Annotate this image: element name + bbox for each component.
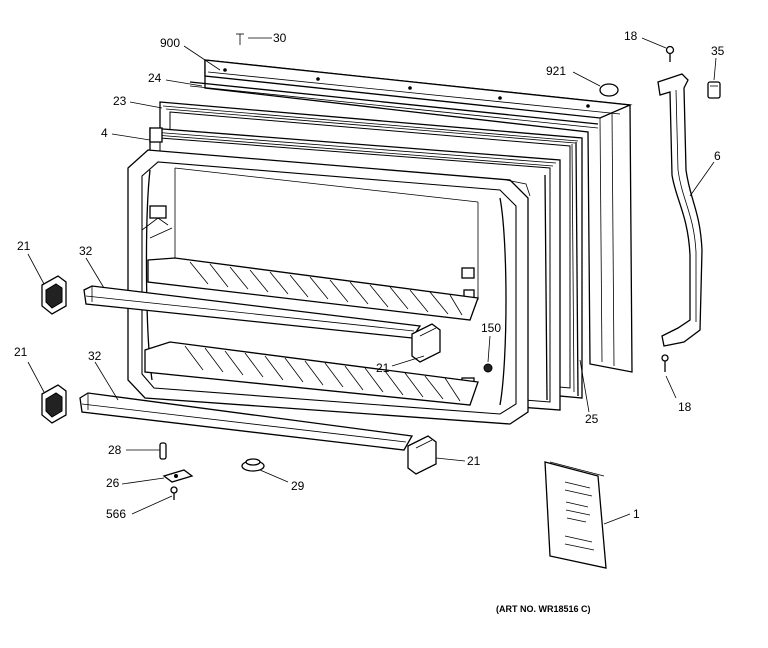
callout-25: 25 bbox=[585, 412, 599, 426]
screw-150 bbox=[483, 363, 493, 373]
callout-21-lower-right: 21 bbox=[467, 454, 481, 468]
pin-28 bbox=[159, 442, 167, 460]
shelf-bar-lower bbox=[79, 392, 414, 451]
owners-manual bbox=[544, 461, 607, 569]
lower-shelf bbox=[144, 341, 479, 406]
door-handle bbox=[657, 73, 703, 347]
door-gasket bbox=[189, 81, 599, 129]
callout-921: 921 bbox=[546, 64, 566, 78]
screw-566 bbox=[170, 486, 178, 500]
bracket-26 bbox=[162, 469, 194, 483]
callout-24: 24 bbox=[148, 71, 162, 85]
callout-18-top: 18 bbox=[624, 29, 638, 43]
grommet-29 bbox=[241, 458, 265, 472]
callout-4: 4 bbox=[101, 126, 108, 140]
leader-lines bbox=[27, 33, 717, 525]
callout-21-upper-left: 21 bbox=[17, 239, 31, 253]
screw-top bbox=[665, 45, 675, 62]
callout-32-lower: 32 bbox=[88, 349, 102, 363]
callout-29: 29 bbox=[291, 479, 305, 493]
callout-21-lower-left: 21 bbox=[14, 345, 28, 359]
callout-21-mid: 21 bbox=[376, 361, 390, 375]
upper-shelf bbox=[147, 257, 479, 321]
end-cap-lower-right bbox=[407, 435, 437, 475]
end-cap-upper-right bbox=[411, 323, 441, 363]
end-cap-upper-left bbox=[41, 275, 67, 315]
screw-bottom bbox=[661, 354, 669, 372]
callout-900: 900 bbox=[160, 36, 180, 50]
outer-door-panel bbox=[204, 59, 633, 373]
handle-cap bbox=[707, 81, 721, 99]
plug-button bbox=[599, 83, 619, 97]
callout-32-upper: 32 bbox=[79, 244, 93, 258]
callout-26: 26 bbox=[106, 476, 120, 490]
callout-30: 30 bbox=[273, 31, 287, 45]
art-number: (ART NO. WR18516 C) bbox=[496, 604, 591, 614]
callout-18-bottom: 18 bbox=[678, 400, 692, 414]
callout-150: 150 bbox=[481, 321, 501, 335]
callout-labels: 900 30 24 23 4 18 35 921 6 21 32 21 32 1… bbox=[14, 29, 725, 521]
callout-23: 23 bbox=[113, 94, 127, 108]
callout-566: 566 bbox=[106, 507, 126, 521]
callout-28: 28 bbox=[108, 443, 122, 457]
callout-1: 1 bbox=[633, 507, 640, 521]
end-cap-lower-left bbox=[41, 384, 67, 424]
callout-35: 35 bbox=[711, 44, 725, 58]
callout-6: 6 bbox=[714, 149, 721, 163]
